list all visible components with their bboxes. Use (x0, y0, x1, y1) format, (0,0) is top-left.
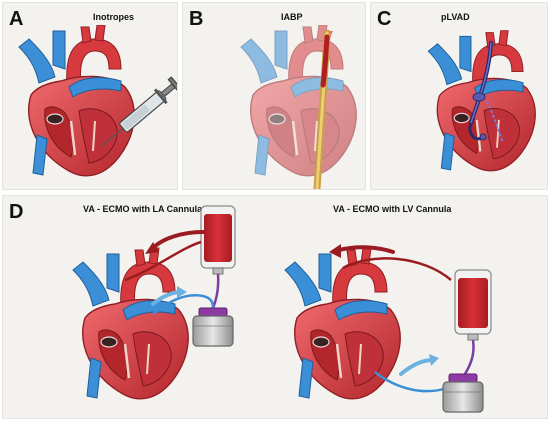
panel-letter-d: D (9, 201, 24, 223)
ecmo-illustration (71, 205, 492, 413)
plvad-illustration (427, 29, 537, 173)
panel-letter-b: B (189, 8, 204, 30)
panel-title-ecmo-lv: VA - ECMO with LV Cannula (333, 204, 452, 214)
drainage-flow-arrow-right (399, 358, 435, 376)
impella-pump-icon (468, 41, 504, 144)
panel-title-ecmo-la: VA - ECMO with LA Cannula (83, 204, 203, 214)
pump-console-icon (442, 373, 484, 413)
return-flow-arrow-left (151, 230, 205, 250)
blood-bag-icon (200, 205, 236, 275)
panel-title-inotropes: Inotropes (93, 12, 135, 22)
syringe-icon (101, 76, 177, 147)
heart-illustration-d-left (71, 246, 190, 401)
inotropes-illustration (17, 25, 177, 178)
panel-title-iabp: IABP (281, 12, 303, 22)
pump-console-icon (192, 307, 234, 347)
blood-bag-icon (454, 269, 492, 341)
iabp-illustration (239, 25, 358, 189)
panel-a: A Inotropes (2, 2, 178, 190)
panel-letter-c: C (377, 8, 392, 30)
balloon-catheter-icon (313, 29, 331, 189)
panel-d: D VA - ECMO with LA Cannula VA - ECMO wi… (2, 195, 548, 419)
panel-title-plvad: pLVAD (441, 12, 470, 22)
panel-b: B IABP (182, 2, 366, 190)
panel-letter-a: A (9, 8, 24, 30)
return-flow-arrow-right (337, 245, 395, 254)
heart-illustration-a (17, 25, 136, 178)
panel-c: C pLVAD (370, 2, 548, 190)
heart-illustration-b (239, 25, 358, 178)
